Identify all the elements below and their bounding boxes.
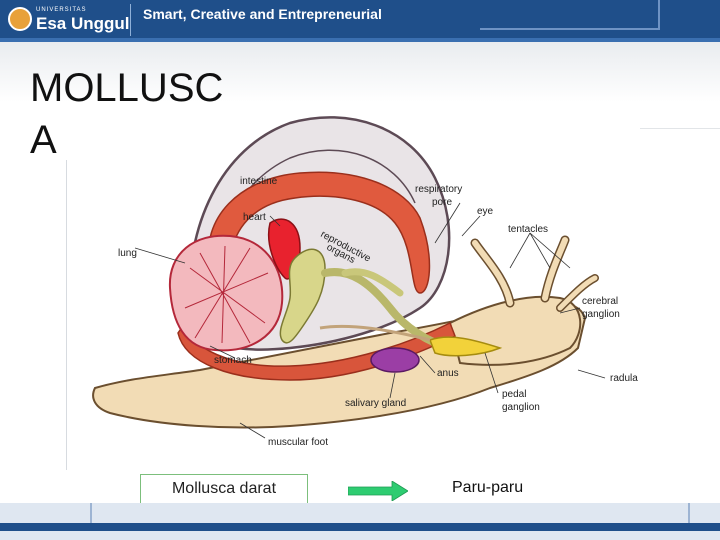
label-stomach: stomach [214, 355, 252, 366]
leader-lines [134, 202, 606, 439]
logo-emblem-icon [8, 7, 32, 31]
label-intestine: intestine [240, 176, 278, 187]
header-fade [0, 42, 720, 102]
label-anus: anus [437, 368, 459, 379]
snail-anatomy-diagram: intestine heart lung reproductive organs… [92, 116, 638, 448]
right-rule [640, 128, 720, 129]
slide-title-line1: MOLLUSC [30, 66, 224, 110]
digestive-tract [319, 324, 431, 342]
lung-veins [184, 245, 269, 344]
footer-bar [0, 503, 720, 540]
label-salivary-gland: salivary gland [345, 398, 406, 409]
label-lung: lung [118, 248, 137, 259]
label-tentacles: tentacles [508, 224, 548, 235]
lung-organ [168, 234, 284, 352]
label-muscular-foot: muscular foot [268, 437, 328, 448]
label-ganglion-pedal: ganglion [502, 402, 540, 413]
slide-title: MOLLUSC A [30, 62, 223, 166]
lower-tentacle-fill [557, 275, 598, 311]
left-rule [66, 160, 67, 470]
label-eye: eye [477, 206, 494, 217]
right-arrow-shape [348, 481, 408, 501]
header-divider [130, 4, 131, 36]
salivary-gland-organ [370, 347, 420, 373]
label-ganglion-cerebral: ganglion [582, 309, 620, 320]
reproductive-duct-upper [341, 268, 404, 297]
label-pore: pore [432, 197, 452, 208]
header-bar: UNIVERSITAS Esa Unggul Smart, Creative a… [0, 0, 720, 42]
label-heart: heart [243, 212, 266, 223]
label-cerebral: cerebral [582, 296, 618, 307]
upper-tentacle-left-fill [472, 240, 513, 306]
header-tagline: Smart, Creative and Entrepreneurial [143, 6, 382, 22]
footer-stripe [0, 523, 720, 531]
label-respiratory: respiratory [415, 184, 462, 195]
logo-small-text: UNIVERSITAS [36, 7, 87, 13]
intestine-organ [207, 171, 431, 294]
upper-tentacle-right-fill [542, 237, 568, 301]
footer-frame [90, 503, 690, 523]
slide-title-line2: A [30, 118, 57, 162]
reproductive-organs [279, 248, 326, 344]
caption-box: Mollusca darat [140, 474, 308, 504]
header-decor-frame [480, 0, 660, 30]
ganglion-organ [429, 336, 503, 357]
right-arrow-icon [348, 481, 408, 501]
logo-text: Esa Unggul [36, 14, 130, 33]
mantle-band [177, 321, 456, 381]
university-logo: UNIVERSITAS Esa Unggul [8, 5, 130, 35]
caption-result: Paru-paru [452, 479, 524, 496]
label-pedal: pedal [502, 389, 526, 400]
label-radula: radula [610, 373, 638, 384]
header-accent-line [0, 38, 720, 42]
